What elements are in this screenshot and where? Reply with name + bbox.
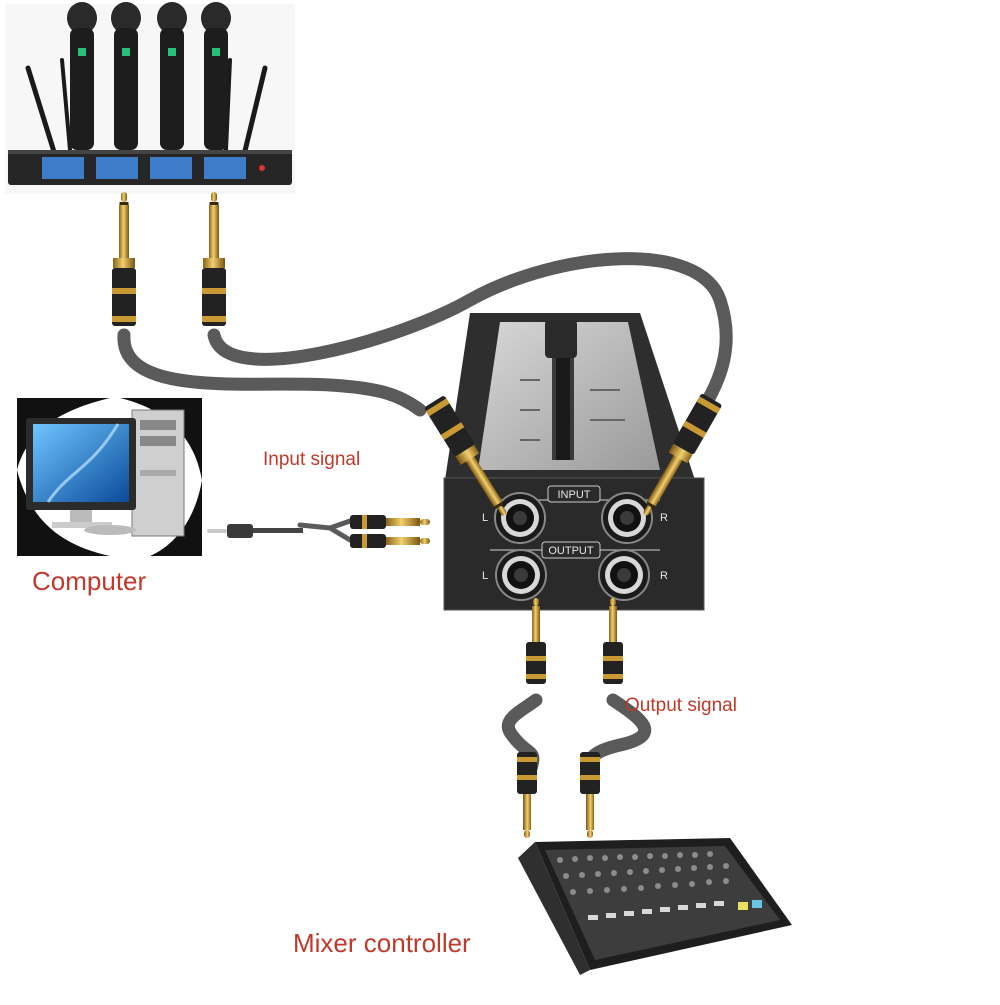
mixer-controller-icon (518, 838, 792, 975)
mixer-controller-label: Mixer controller (293, 928, 471, 958)
jack-plug-icon (350, 515, 430, 548)
jack-plug-icon (526, 598, 546, 684)
microphone-icon (67, 2, 97, 150)
cable-computer-split (297, 518, 353, 543)
wireless-mic-receiver (5, 2, 295, 194)
microphone-icon (157, 2, 187, 150)
output-jack-right[interactable] (598, 549, 650, 601)
input-right-marker: R (660, 512, 668, 524)
cable-mic-left (117, 328, 427, 417)
output-signal-label: Output signal (625, 695, 737, 716)
input-left-marker: L (482, 512, 488, 524)
computer-icon (17, 398, 202, 556)
jack-plug-icon (112, 192, 136, 326)
microphone-icon (201, 2, 231, 150)
cables (117, 252, 733, 787)
jack-plug-icon (580, 752, 600, 838)
computer-label: Computer (32, 566, 147, 596)
jack-plug-icon (517, 752, 537, 838)
input-tag-label: INPUT (558, 489, 591, 501)
jack-plug-icon (603, 598, 623, 684)
cable-mic-right (207, 252, 733, 412)
input-jack-right[interactable] (601, 492, 653, 544)
audio-switch-device (443, 313, 705, 611)
input-signal-label: Input signal (263, 449, 361, 470)
microphone-icon (111, 2, 141, 150)
audio-plug-3-5mm-icon (207, 524, 303, 538)
output-left-marker: L (482, 570, 488, 582)
output-right-marker: R (660, 570, 668, 582)
output-tag-label: OUTPUT (548, 545, 594, 557)
output-jack-left[interactable] (495, 549, 547, 601)
jack-plug-icon (202, 192, 226, 326)
input-jack-left[interactable] (494, 492, 546, 544)
